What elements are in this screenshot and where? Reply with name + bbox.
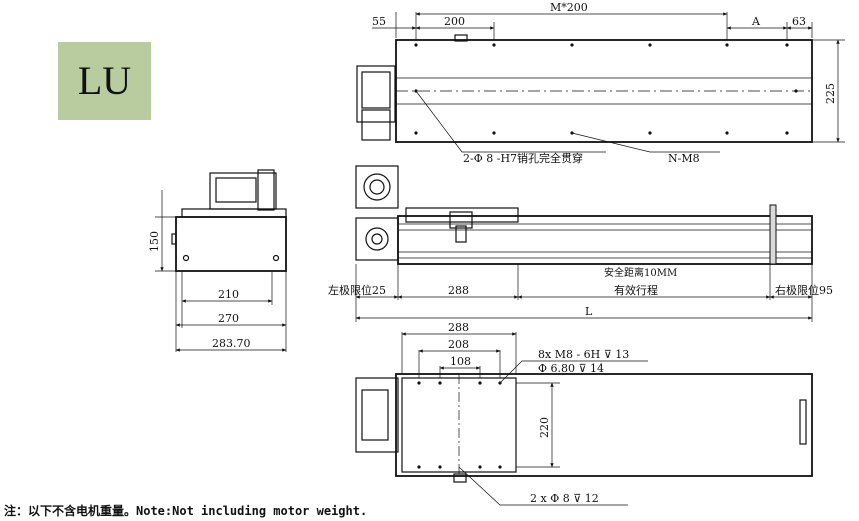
dim-288-front: 288 (448, 284, 469, 297)
dim-283-70: 283.70 (212, 337, 251, 350)
callout-hole: Φ 6.80 ⊽ 14 (538, 362, 604, 375)
dim-200: 200 (444, 15, 465, 28)
effective-stroke: 有效行程 (614, 283, 658, 297)
dim-55: 55 (372, 15, 386, 28)
dim-l: L (585, 305, 593, 318)
dim-108: 108 (450, 355, 471, 368)
dim-150: 150 (148, 231, 161, 252)
callout-n-m8: N-M8 (668, 152, 700, 165)
left-limit: 左极限位25 (328, 283, 386, 297)
dim-208: 208 (448, 338, 469, 351)
dim-225: 225 (824, 83, 837, 104)
model-badge: LU (58, 42, 151, 120)
dim-63: 63 (792, 15, 806, 28)
dim-m200: M*200 (550, 1, 588, 14)
top-view: 55 200 M*200 A 63 225 2-Φ 8 -H7销孔完全贯穿 N-… (356, 1, 845, 165)
side-view: 150 210 270 283.70 (148, 169, 287, 352)
right-limit: 右极限位95 (775, 283, 833, 297)
safety-distance: 安全距离10MM (604, 266, 677, 279)
dim-210: 210 (218, 288, 239, 301)
footer-note: 注：以下不含电机重量。Note:Not including motor weig… (4, 504, 368, 518)
dim-220: 220 (538, 417, 551, 438)
dim-288-bottom: 288 (448, 321, 469, 334)
front-view: 安全距离10MM 左极限位25 288 有效行程 右极限位95 L (328, 165, 833, 322)
model-label: LU (77, 58, 132, 103)
dim-a: A (751, 15, 761, 28)
callout-pin-hole: 2-Φ 8 -H7销孔完全贯穿 (463, 151, 583, 165)
callout-dowel: 2 x Φ 8 ⊽ 12 (530, 492, 599, 505)
bottom-view: 288 208 108 220 8x M8 - 6H ⊽ 13 Φ 6.80 ⊽… (355, 321, 813, 506)
dim-270: 270 (218, 312, 239, 325)
callout-thread: 8x M8 - 6H ⊽ 13 (538, 348, 629, 361)
